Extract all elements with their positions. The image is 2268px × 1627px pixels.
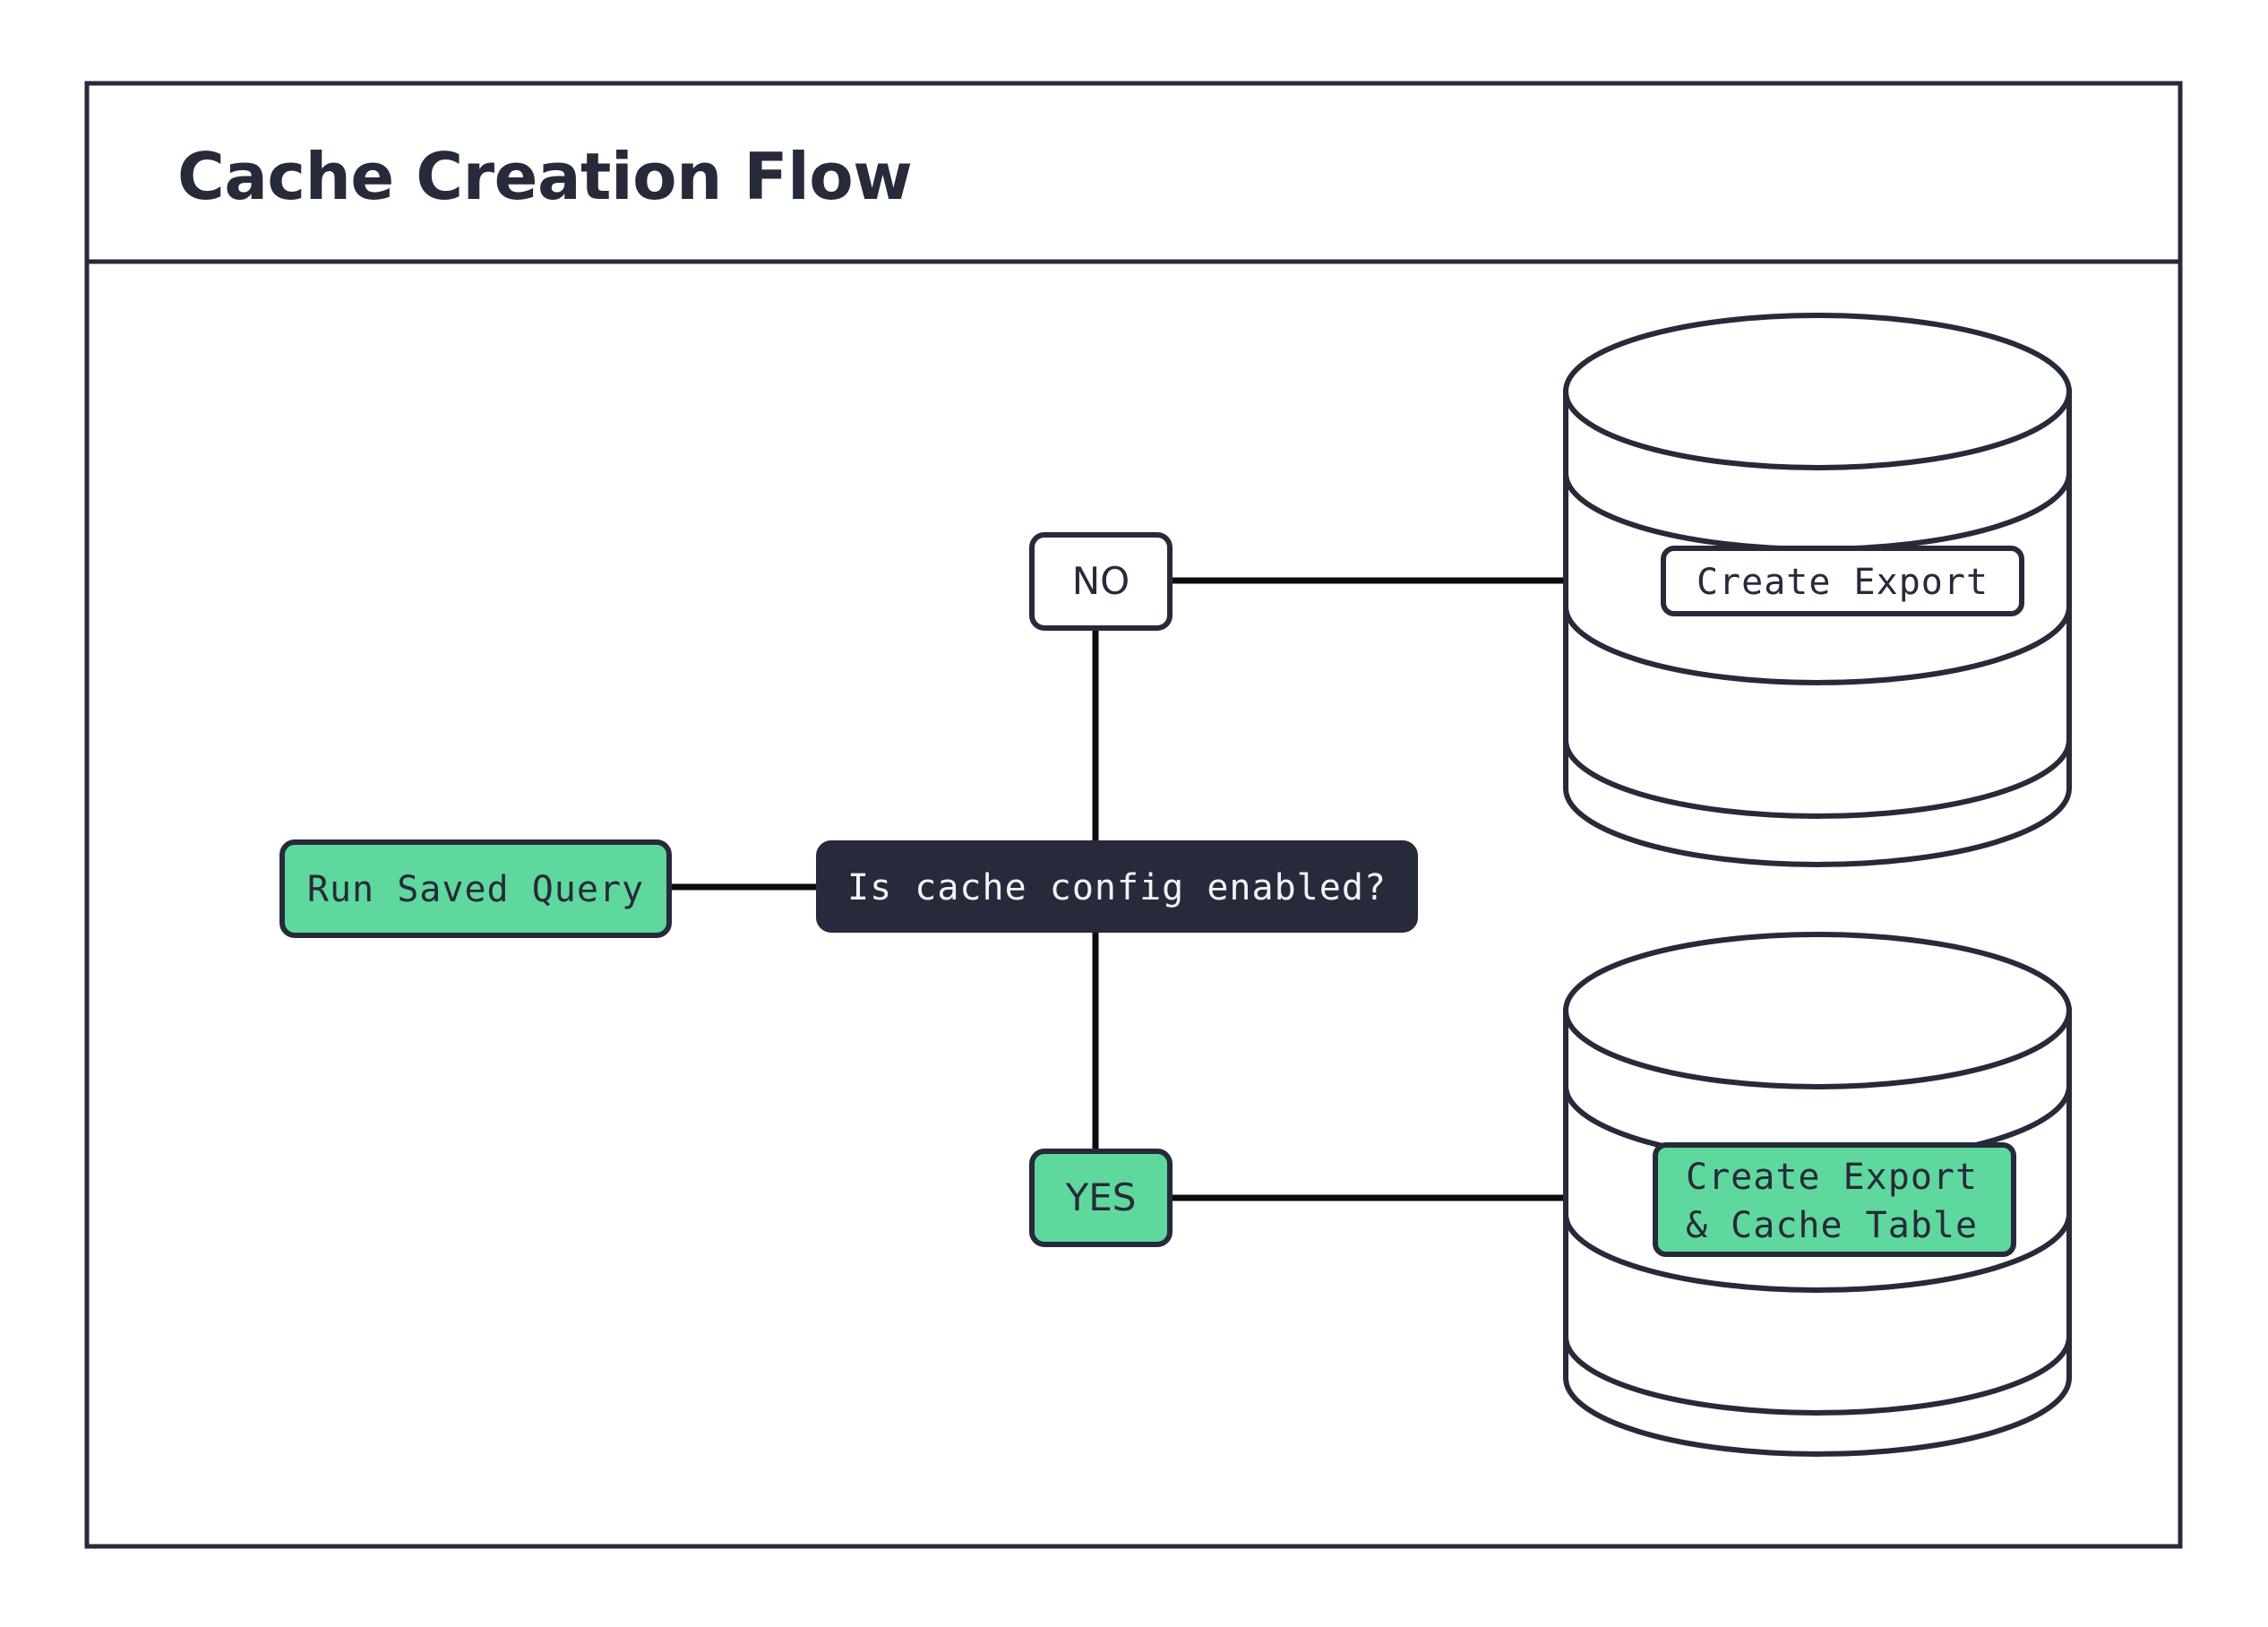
decision-label: Is cache config enabled? [847,867,1387,908]
branch-yes-node[interactable]: YES [1029,1149,1173,1247]
branch-no-box [1029,532,1173,631]
cylinder-body [1563,389,2072,867]
cylinder-top-ellipse [1563,313,2072,470]
run-saved-query-box [279,839,672,938]
branch-yes-label: YES [1065,1175,1137,1219]
create-export-db-label-plate [1661,546,2024,616]
run-saved-query-node[interactable]: Run Saved Query [279,839,672,938]
branch-no-node[interactable]: NO [1029,532,1173,631]
branch-yes-box [1029,1149,1173,1247]
create-export-db-label: Create Export [1697,562,1989,603]
create-export-cache-table-label-line2: & Cache Table [1686,1205,1978,1246]
decision-box [816,840,1418,933]
cylinder-top-ellipse [1563,932,2072,1089]
run-saved-query-label: Run Saved Query [307,869,644,910]
create-export-db-node[interactable]: Create Export [1563,313,2072,867]
is-cache-config-enabled-node[interactable]: Is cache config enabled? [816,840,1418,933]
cylinder-disk-arc-2 [1563,1213,2072,1293]
cylinder-disk-arc-2 [1563,606,2072,685]
cylinder-disk-arc-3 [1563,1336,2072,1416]
create-export-cache-table-label-plate [1653,1142,2016,1257]
branch-no-label: NO [1072,559,1130,603]
page-title: Cache Creation Flow [177,139,912,214]
create-export-cache-table-label-line1: Create Export [1686,1157,1978,1198]
create-export-cache-table-db-node[interactable]: Create Export & Cache Table [1563,932,2072,1457]
cylinder-disk-arc-3 [1563,739,2072,819]
